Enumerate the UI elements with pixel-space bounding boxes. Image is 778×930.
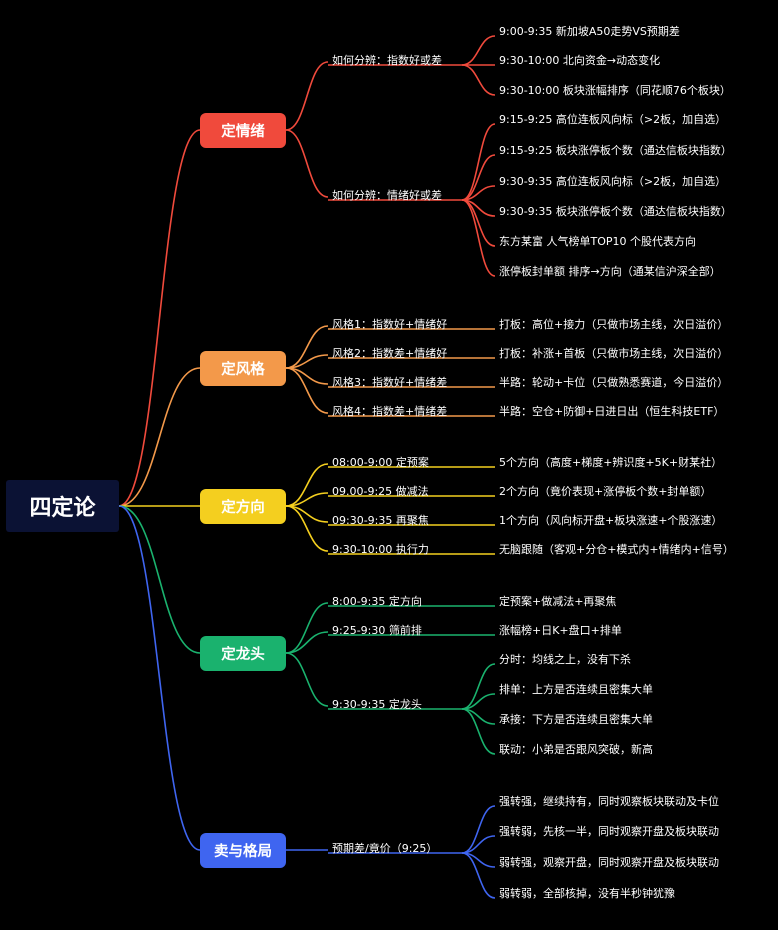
link-emotion-sub-1	[285, 129, 329, 198]
link-direction-sub-3	[285, 505, 329, 552]
link-style-sub-3	[285, 367, 329, 414]
branch-style: 定风格	[200, 351, 286, 386]
link-emotion-sub-0-leaf-0	[461, 35, 496, 66]
link-emotion-sub-0	[285, 61, 329, 131]
emotion-sub-0-leaf-2: 9:30-10:00 板块涨幅排序（同花顺76个板块）	[499, 84, 731, 97]
branch-emotion: 定情绪	[200, 113, 286, 148]
root-node: 四定论	[6, 480, 119, 532]
link-root-emotion	[118, 129, 201, 507]
style-sub-2-leaf-0: 半路：轮动+卡位（只做熟悉赛道，今日溢价）	[499, 376, 729, 389]
style-sub-2: 风格3：指数好+情绪差	[332, 376, 448, 389]
sell-sub-0-leaf-2: 弱转强，观察开盘，同时观察开盘及板块联动	[499, 856, 719, 869]
emotion-sub-1-leaf-2: 9:30-9:35 高位连板风向标（>2板，加自选）	[499, 175, 727, 188]
direction-sub-2: 09:30-9:35 再聚焦	[332, 514, 429, 527]
emotion-sub-0-leaf-0: 9:00-9:35 新加坡A50走势VS预期差	[499, 25, 680, 38]
leader-sub-2-leaf-1: 排单：上方是否连续且密集大单	[499, 683, 653, 696]
leader-sub-1: 9:25-9:30 筛前排	[332, 624, 422, 637]
emotion-sub-1-leaf-0: 9:15-9:25 高位连板风向标（>2板，加自选）	[499, 113, 727, 126]
sell-sub-0: 预期差/竟价（9:25）	[332, 842, 438, 855]
emotion-sub-0: 如何分辨：指数好或差	[332, 54, 442, 67]
style-sub-1: 风格2：指数差+情绪好	[332, 347, 448, 360]
link-root-style	[118, 367, 201, 507]
link-leader-sub-2-leaf-3	[461, 708, 496, 755]
link-root-leader	[118, 505, 201, 654]
link-emotion-sub-1-leaf-1	[461, 154, 496, 201]
leader-sub-2-leaf-3: 联动：小弟是否跟风突破，新高	[499, 743, 653, 756]
link-leader-sub-0	[285, 602, 329, 654]
link-emotion-sub-1-leaf-0	[461, 123, 496, 201]
link-root-sell	[118, 505, 201, 851]
direction-sub-1: 09.00-9:25 做减法	[332, 485, 429, 498]
leader-sub-2-leaf-2: 承接：下方是否连续且密集大单	[499, 713, 653, 726]
style-sub-3: 风格4：指数差+情绪差	[332, 405, 448, 418]
direction-sub-3: 9:30-10:00 执行力	[332, 543, 429, 556]
style-sub-0-leaf-0: 打板：高位+接力（只做市场主线，次日溢价）	[499, 318, 729, 331]
emotion-sub-1-leaf-3: 9:30-9:35 板块涨停板个数（通达信板块指数）	[499, 205, 732, 218]
direction-sub-2-leaf-0: 1个方向（风向标开盘+板块涨速+个股涨速）	[499, 514, 723, 527]
branch-sell: 卖与格局	[200, 833, 286, 868]
style-sub-0: 风格1：指数好+情绪好	[332, 318, 448, 331]
emotion-sub-1: 如何分辨：情绪好或差	[332, 189, 442, 202]
direction-sub-1-leaf-0: 2个方向（竟价表现+涨停板个数+封单额）	[499, 485, 712, 498]
link-emotion-sub-1-leaf-5	[461, 199, 496, 277]
sell-sub-0-leaf-1: 强转弱，先核一半，同时观察开盘及板块联动	[499, 825, 719, 838]
emotion-sub-1-leaf-4: 东方某富 人气榜单TOP10 个股代表方向	[499, 235, 696, 248]
branch-direction: 定方向	[200, 489, 286, 524]
style-sub-1-leaf-0: 打板：补涨+首板（只做市场主线，次日溢价）	[499, 347, 729, 360]
link-sell-sub-0-leaf-3	[461, 852, 496, 899]
link-sell-sub-0-leaf-0	[461, 805, 496, 854]
direction-sub-0-leaf-0: 5个方向（高度+梯度+辨识度+5K+财某社）	[499, 456, 723, 469]
link-leader-sub-2-leaf-0	[461, 663, 496, 710]
sell-sub-0-leaf-3: 弱转弱，全部核掉，没有半秒钟犹豫	[499, 887, 675, 900]
branch-leader: 定龙头	[200, 636, 286, 671]
leader-sub-0: 8:00-9:35 定方向	[332, 595, 422, 608]
leader-sub-1-leaf-0: 涨幅榜+日K+盘口+排单	[499, 624, 622, 637]
direction-sub-3-leaf-0: 无脑跟随（客观+分仓+模式内+情绪内+信号）	[499, 543, 734, 556]
style-sub-3-leaf-0: 半路：空仓+防御+日进日出（恒生科技ETF）	[499, 405, 725, 418]
sell-sub-0-leaf-0: 强转强，继续持有，同时观察板块联动及卡位	[499, 795, 719, 808]
link-emotion-sub-0-leaf-2	[461, 64, 496, 96]
link-leader-sub-1	[285, 631, 329, 654]
leader-sub-0-leaf-0: 定预案+做减法+再聚焦	[499, 595, 617, 608]
emotion-sub-0-leaf-1: 9:30-10:00 北向资金→动态变化	[499, 54, 661, 67]
leader-sub-2-leaf-0: 分时：均线之上，没有下杀	[499, 653, 631, 666]
leader-sub-2: 9:30-9:35 定龙头	[332, 698, 422, 711]
link-leader-sub-2	[285, 652, 329, 707]
emotion-sub-1-leaf-1: 9:15-9:25 板块涨停板个数（通达信板块指数）	[499, 144, 732, 157]
emotion-sub-1-leaf-5: 涨停板封单额 排序→方向（通某信沪深全部）	[499, 265, 721, 278]
direction-sub-0: 08:00-9:00 定预案	[332, 456, 429, 469]
